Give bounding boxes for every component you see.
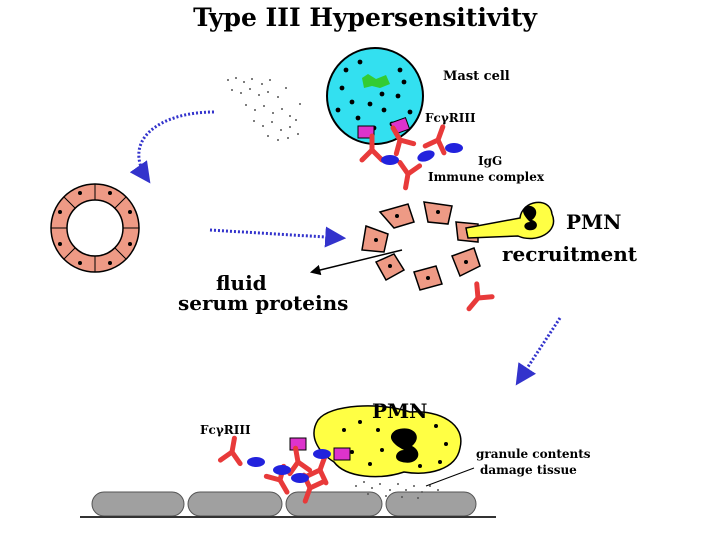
blood-vessel-icon xyxy=(50,183,140,273)
pmn-icon-recruitment xyxy=(465,201,555,240)
pmn-bottom-label: PMN xyxy=(372,399,427,423)
antigen-particles-top xyxy=(227,77,301,141)
fc-receptor-label-top: FcγRIII xyxy=(425,111,476,125)
arrow-fluid-leak xyxy=(309,249,403,276)
granule-pointer xyxy=(425,467,475,487)
immune-complex-bottom xyxy=(220,436,334,504)
mast-cell-icon xyxy=(326,47,424,145)
tissue-cells-icon xyxy=(91,491,477,517)
arrow-vessel-to-damaged xyxy=(209,226,347,248)
immune-complex-top xyxy=(362,123,463,190)
mast-cell-label: Mast cell xyxy=(443,69,510,84)
antibody-icon xyxy=(461,284,492,315)
fc-receptor-label-bottom: FcγRIII xyxy=(200,423,251,437)
pmn-icon-bottom xyxy=(289,405,462,478)
pmn-recruitment-label-1: PMN xyxy=(566,210,621,234)
granule-label-1: granule contents xyxy=(476,447,591,461)
immune-complex-label: Immune complex xyxy=(428,170,545,184)
fluid-label-1: fluid xyxy=(216,271,267,295)
granule-label-2: damage tissue xyxy=(480,463,577,477)
damaged-vessel-icon xyxy=(361,201,481,291)
fluid-label-2: serum proteins xyxy=(178,291,348,315)
arrow-to-tissue xyxy=(515,317,562,386)
diagram-title: Type III Hypersensitivity xyxy=(193,3,538,32)
pmn-recruitment-label-2: recruitment xyxy=(502,242,638,266)
igg-label: IgG xyxy=(478,154,502,168)
arrow-antigen-to-vessel xyxy=(129,110,215,184)
granule-particles xyxy=(355,481,439,499)
